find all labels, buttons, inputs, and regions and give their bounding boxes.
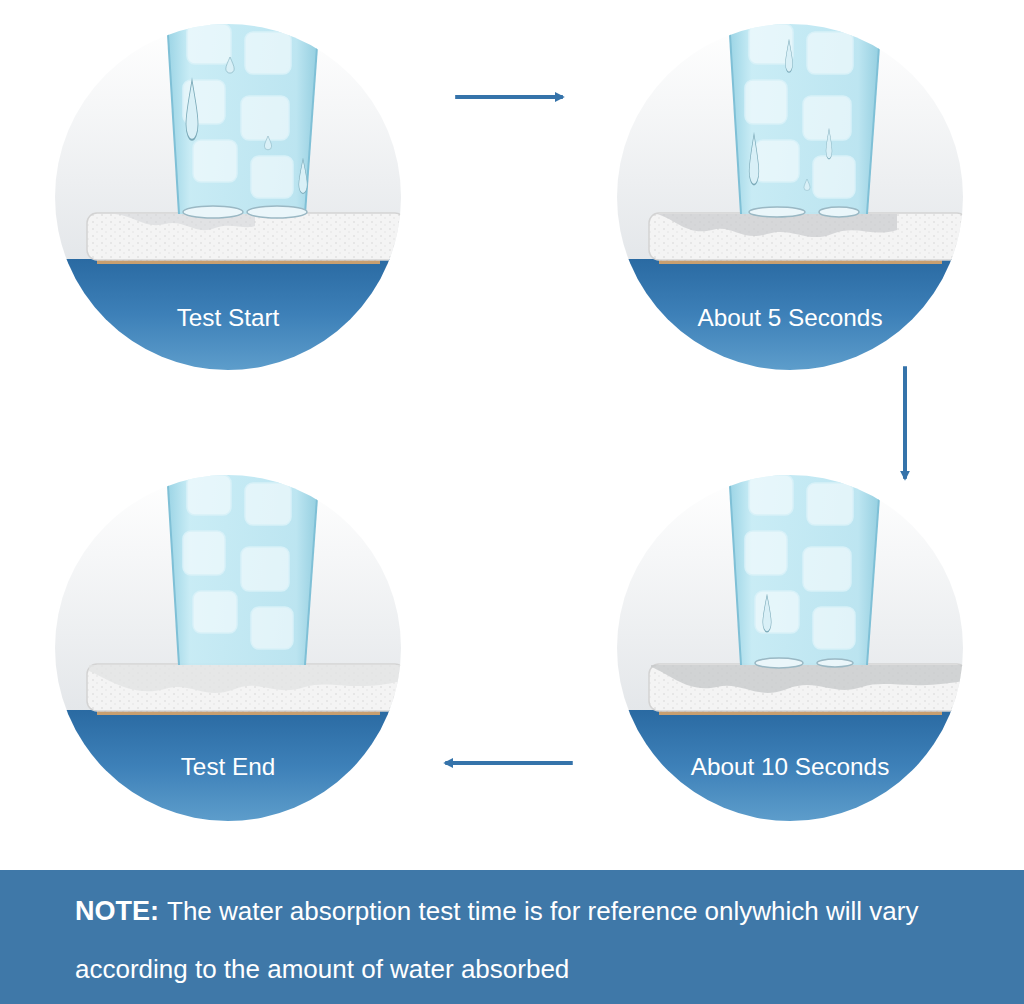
- flow-arrow: [903, 366, 907, 479]
- stage-label: About 5 Seconds: [617, 302, 963, 334]
- stage-circle: Test End: [55, 475, 401, 821]
- stage-circle: Test Start: [55, 24, 401, 370]
- note-heading: NOTE:: [75, 896, 159, 926]
- stage-label: Test Start: [55, 302, 401, 334]
- stage-circle: About 5 Seconds: [617, 24, 963, 370]
- stage-label: Test End: [55, 751, 401, 783]
- flow-arrow: [445, 761, 573, 765]
- note-text: The water absorption test time is for re…: [75, 896, 918, 984]
- stage-label: About 10 Seconds: [617, 751, 963, 783]
- illustration: [0, 0, 1024, 870]
- stage-circle: About 10 Seconds: [617, 475, 963, 821]
- flow-arrow: [455, 95, 563, 99]
- note-band: NOTE:The water absorption test time is f…: [0, 870, 1024, 1004]
